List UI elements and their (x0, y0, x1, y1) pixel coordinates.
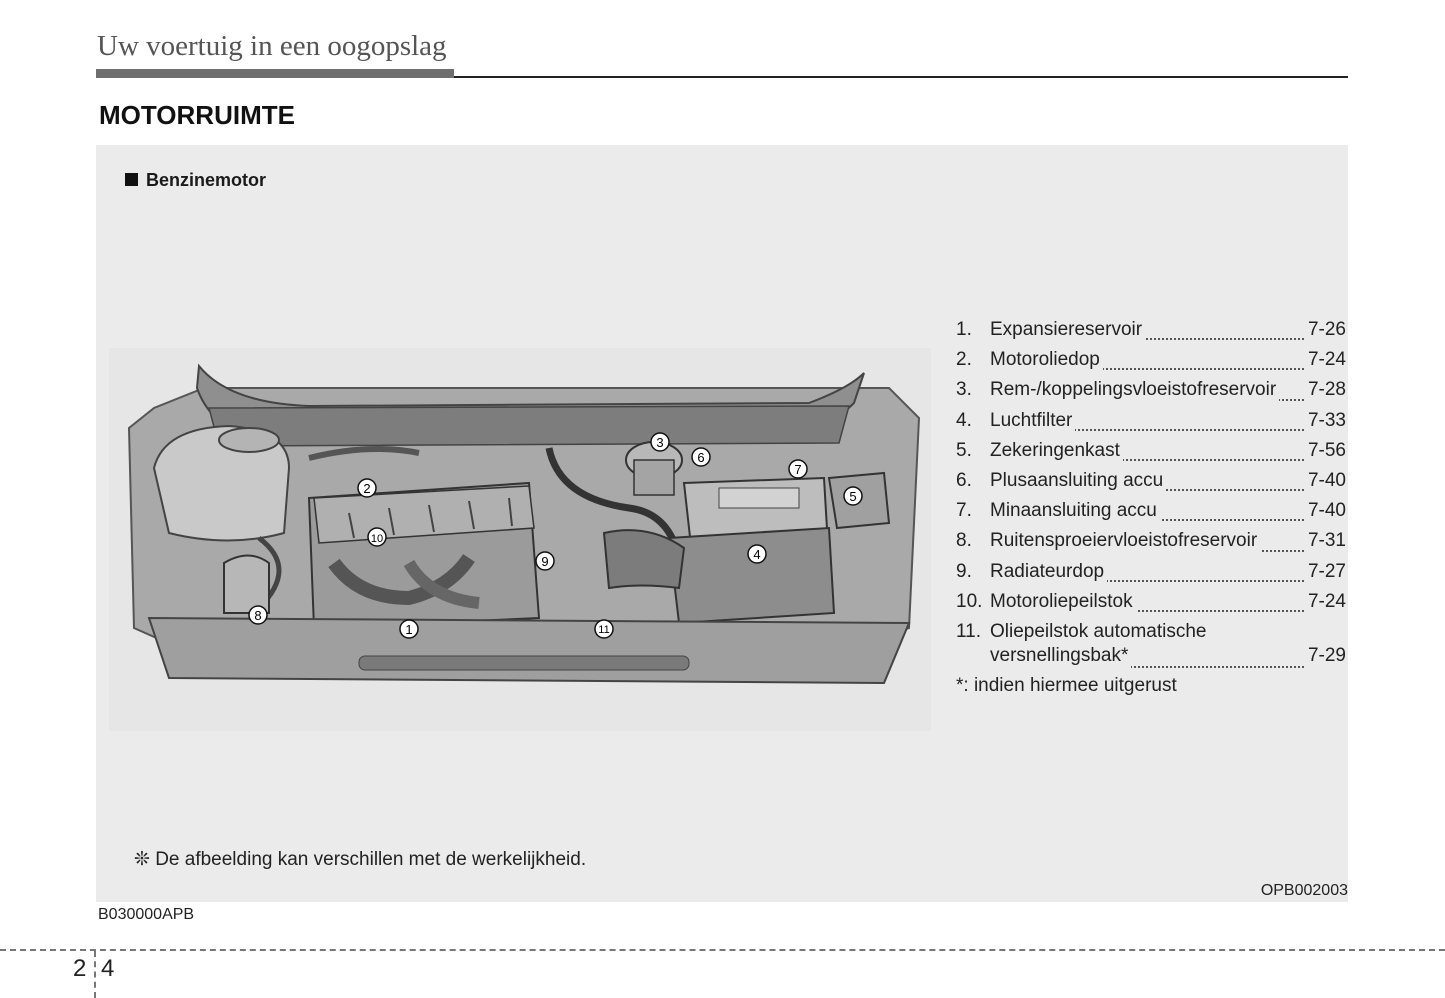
callout-2: 2 (357, 478, 377, 498)
legend-page-ref: 7-24 (1305, 347, 1346, 374)
legend-item: 9. Radiateurdop 7-27 (956, 558, 1346, 589)
legend-label: Expansiereservoir (990, 317, 1146, 343)
legend-page-ref: 7-27 (1305, 558, 1346, 585)
page-chapter-number: 2 (73, 955, 87, 982)
svg-text:10: 10 (371, 533, 383, 545)
page-number-separator (94, 951, 96, 998)
svg-text:6: 6 (697, 450, 704, 465)
callout-3: 3 (650, 432, 670, 452)
legend-label: Rem-/koppelingsvloeistofreservoir (990, 377, 1280, 404)
leader-dots (990, 609, 1304, 612)
legend-item: 3. Rem-/koppelingsvloeistofreservoir 7-28 (956, 377, 1346, 407)
leader-dots (990, 428, 1304, 431)
legend-number: 7. (956, 500, 972, 522)
figure-code: OPB002003 (1260, 882, 1348, 899)
legend-number: 5. (956, 439, 972, 461)
leader-dots (990, 458, 1304, 461)
legend-label-continued: versnellingsbak* (990, 642, 1132, 669)
legend-label: Motoroliedop (990, 347, 1103, 374)
footer-divider (0, 949, 1445, 951)
legend-page-ref: 7-40 (1305, 498, 1346, 525)
header-rule (454, 76, 1348, 78)
legend-page-ref: 7-26 (1305, 317, 1346, 343)
svg-text:1: 1 (405, 622, 412, 637)
svg-text:8: 8 (254, 608, 261, 623)
legend-item: 7. Minaansluiting accu 7-40 (956, 498, 1346, 528)
legend-label: Minaansluiting accu (990, 498, 1160, 525)
legend-label: Ruitensproeiervloeistofreservoir (990, 528, 1261, 555)
leader-dots (990, 665, 1304, 668)
legend-label: Radiateurdop (990, 558, 1108, 585)
svg-text:3: 3 (656, 435, 663, 450)
legend-label: Plusaansluiting accu (990, 467, 1167, 494)
legend-number: 6. (956, 469, 972, 491)
legend-number: 8. (956, 530, 972, 552)
svg-text:9: 9 (541, 554, 548, 569)
legend-item: 8. Ruitensproeiervloeistofreservoir 7-31 (956, 528, 1346, 558)
legend-item: 1. Expansiereservoir 7-26 (956, 317, 1346, 347)
callout-5: 5 (843, 486, 863, 506)
callout-11: 11 (594, 619, 614, 639)
legend-label: Luchtfilter (990, 407, 1076, 434)
callout-6: 6 (691, 447, 711, 467)
legend-item: 6. Plusaansluiting accu 7-40 (956, 467, 1346, 498)
engine-bay-illustration: 1 2 3 4 5 6 7 8 9 10 11 (109, 348, 931, 731)
legend-number: 1. (956, 319, 972, 340)
legend-label: Motoroliepeilstok (990, 588, 1136, 615)
square-bullet-icon (125, 173, 138, 186)
component-legend: 1. Expansiereservoir 7-26 2. Motoroliedop 7-… (956, 317, 1346, 699)
callout-8: 8 (248, 605, 268, 625)
legend-page-ref: 7-31 (1305, 528, 1346, 555)
legend-item: 2. Motoroliedop 7-24 (956, 347, 1346, 377)
legend-page-ref: 7-29 (1305, 642, 1346, 669)
legend-number: 10. (956, 590, 983, 612)
legend-item: 10. Motoroliepeilstok 7-24 (956, 588, 1346, 619)
legend-number: 2. (956, 349, 972, 371)
legend-item: 4. Luchtfilter 7-33 (956, 407, 1346, 438)
svg-text:2: 2 (363, 481, 370, 496)
leader-dots (990, 579, 1304, 582)
section-title: MOTORRUIMTE (99, 100, 295, 130)
svg-text:11: 11 (598, 624, 609, 636)
legend-page-ref: 7-40 (1305, 467, 1346, 494)
leader-dots (990, 338, 1304, 341)
legend-item: 5. Zekeringenkast 7-56 (956, 437, 1346, 468)
legend-label: Oliepeilstok automatische (990, 620, 1207, 642)
leader-dots (990, 368, 1304, 371)
page-number: 4 (101, 955, 115, 982)
legend-number: 11. (956, 620, 982, 642)
legend-page-ref: 7-24 (1305, 588, 1346, 615)
chapter-title: Uw voertuig in een oogopslag (97, 30, 447, 62)
legend-number: 4. (956, 409, 972, 431)
legend-number: 3. (956, 379, 972, 401)
image-disclaimer: ❊ De afbeelding kan verschillen met de w… (134, 849, 587, 870)
legend-number: 9. (956, 560, 972, 582)
callout-7: 7 (788, 459, 808, 479)
callout-4: 4 (747, 544, 767, 564)
legend-page-ref: 7-56 (1305, 437, 1346, 464)
legend-label: Zekeringenkast (990, 437, 1123, 464)
subheading-text: Benzinemotor (146, 170, 267, 190)
svg-text:7: 7 (794, 462, 801, 477)
svg-text:4: 4 (753, 547, 760, 562)
legend-item: 11. Oliepeilstok automatische versnellin… (956, 619, 1346, 673)
subheading: Benzinemotor (125, 170, 266, 191)
legend-footnote: *: indien hiermee uitgerust (956, 674, 1177, 696)
callout-9: 9 (535, 551, 555, 571)
callout-1: 1 (399, 619, 419, 639)
header-rule-accent (96, 69, 454, 78)
svg-text:5: 5 (849, 489, 856, 504)
legend-page-ref: 7-28 (1305, 377, 1346, 404)
callout-10: 10 (367, 527, 387, 547)
legend-page-ref: 7-33 (1305, 407, 1346, 434)
document-code: B030000APB (98, 906, 195, 923)
